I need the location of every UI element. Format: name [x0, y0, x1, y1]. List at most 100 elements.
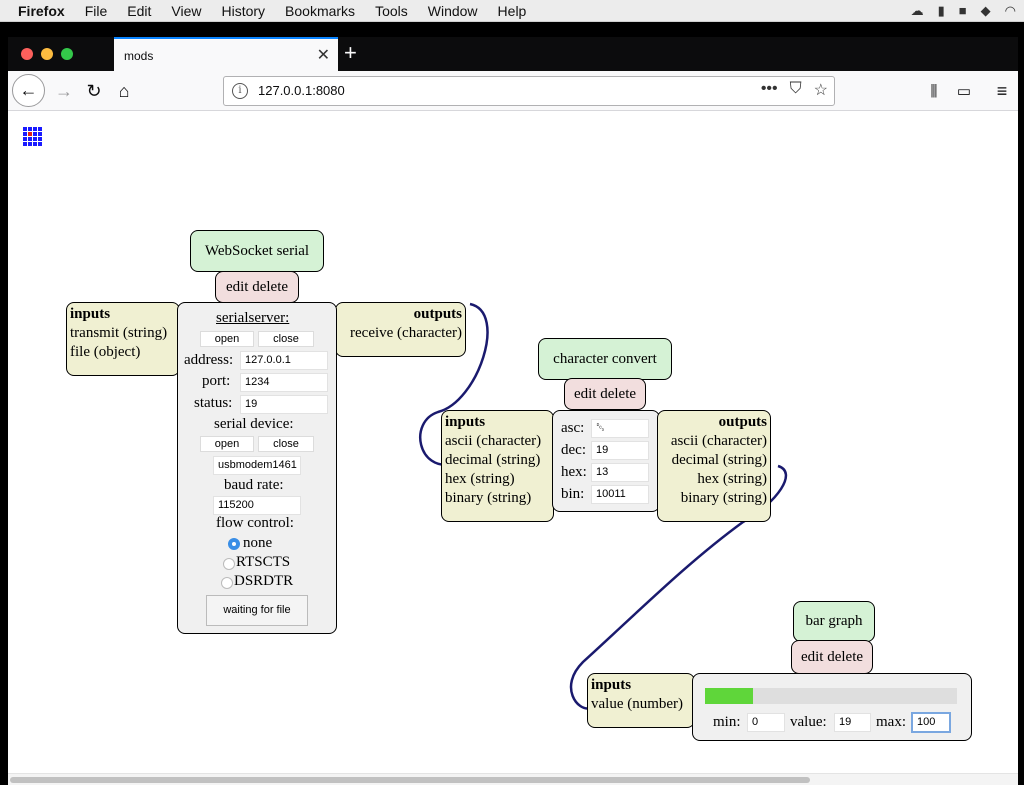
flow-rtscts-radio[interactable]: [223, 558, 235, 570]
creative-cloud-icon[interactable]: ☁: [910, 3, 924, 18]
scrollbar-thumb[interactable]: [10, 777, 810, 783]
flow-dsrdtr-label[interactable]: DSRDTR: [234, 573, 294, 589]
zoom-window-icon[interactable]: [61, 48, 73, 60]
minimize-window-icon[interactable]: [41, 48, 53, 60]
reload-icon[interactable]: ↻: [86, 80, 102, 101]
serial-device-input[interactable]: usbmodem1461: [213, 456, 301, 475]
mods-logo-icon[interactable]: [23, 127, 43, 147]
mods-logo-cell: [28, 142, 32, 146]
outputs-heading: outputs: [413, 306, 462, 322]
address-input[interactable]: 127.0.0.1: [240, 351, 328, 370]
websocket-serial-edit-delete[interactable]: edit delete: [215, 271, 299, 303]
menu-edit[interactable]: Edit: [127, 2, 152, 19]
hex-field[interactable]: 13: [591, 463, 649, 482]
character-convert-title[interactable]: character convert: [538, 338, 672, 380]
bar-graph-title[interactable]: bar graph: [793, 601, 875, 642]
mods-canvas: WebSocket serial edit delete inputs tran…: [8, 112, 1018, 785]
min-label: min:: [713, 714, 741, 730]
output-hex[interactable]: hex (string): [697, 471, 767, 487]
close-window-icon[interactable]: [21, 48, 33, 60]
output-ascii[interactable]: ascii (character): [670, 433, 767, 449]
character-convert-edit-delete[interactable]: edit delete: [564, 378, 646, 410]
port-input[interactable]: 1234: [240, 373, 328, 392]
page-actions-icon[interactable]: •••: [760, 80, 778, 97]
menu-bookmarks[interactable]: Bookmarks: [285, 2, 356, 19]
max-input[interactable]: 100: [911, 712, 951, 733]
pocket-icon[interactable]: ⛉: [789, 80, 802, 97]
dec-field[interactable]: 19: [591, 441, 649, 460]
baud-rate-input[interactable]: 115200: [213, 496, 301, 515]
input-binary[interactable]: binary (string): [445, 490, 532, 506]
wifi-icon[interactable]: ◠: [1004, 3, 1016, 18]
websocket-serial-title[interactable]: WebSocket serial: [190, 230, 324, 272]
input-ascii[interactable]: ascii (character): [445, 433, 542, 449]
output-receive[interactable]: receive (character): [350, 325, 462, 341]
asc-label: asc:: [561, 420, 585, 436]
wires: [419, 302, 788, 710]
character-convert-outputs: outputs ascii (character) decimal (strin…: [657, 410, 771, 522]
wire-convert-to-bargraph: [569, 464, 788, 710]
flow-none-label[interactable]: none: [243, 535, 273, 551]
macos-menu-bar: Firefox File Edit View History Bookmarks…: [0, 0, 1024, 22]
bluetooth-icon[interactable]: ■: [958, 3, 967, 18]
site-info-icon[interactable]: i: [232, 83, 248, 99]
menu-view[interactable]: View: [171, 2, 202, 19]
input-decimal[interactable]: decimal (string): [445, 452, 541, 468]
input-hex[interactable]: hex (string): [445, 471, 515, 487]
url-text[interactable]: 127.0.0.1:8080: [258, 83, 345, 98]
input-transmit[interactable]: transmit (string): [70, 325, 168, 341]
flow-none-radio[interactable]: [228, 538, 240, 550]
forward-icon[interactable]: →: [55, 80, 73, 101]
bin-field[interactable]: 10011: [591, 485, 649, 504]
menu-file[interactable]: File: [84, 2, 108, 19]
flow-rtscts-label[interactable]: RTSCTS: [236, 554, 291, 570]
back-icon[interactable]: ←: [12, 74, 45, 107]
value-input[interactable]: 19: [834, 713, 871, 732]
input-value[interactable]: value (number): [591, 696, 684, 712]
close-tab-icon[interactable]: ✕: [316, 47, 330, 64]
battery-icon[interactable]: ▮: [937, 3, 945, 18]
horizontal-scrollbar[interactable]: [8, 773, 1018, 785]
min-input[interactable]: 0: [747, 713, 785, 732]
bar-graph-track: [705, 688, 957, 704]
mods-logo-cell: [28, 137, 32, 141]
tab-strip: mods ✕ +: [8, 37, 1018, 71]
asc-field[interactable]: ␓: [591, 419, 649, 438]
bookmark-star-icon[interactable]: ☆: [813, 82, 828, 99]
keyboard-icon[interactable]: ◆: [980, 3, 991, 18]
inputs-heading: inputs: [591, 677, 632, 693]
input-file[interactable]: file (object): [70, 344, 141, 360]
character-convert-inputs: inputs ascii (character) decimal (string…: [441, 410, 554, 522]
wire-serial-to-convert: [419, 302, 489, 467]
new-tab-icon[interactable]: +: [344, 40, 357, 65]
mods-logo-cell: [38, 132, 42, 136]
flow-control-label: flow control:: [216, 515, 294, 531]
library-icon[interactable]: ⫼: [930, 82, 938, 100]
menu-app-firefox[interactable]: Firefox: [18, 2, 65, 19]
flow-dsrdtr-radio[interactable]: [221, 577, 233, 589]
waiting-for-file-button[interactable]: waiting for file: [206, 595, 308, 626]
serial-device-close-button[interactable]: close: [258, 436, 314, 452]
home-icon[interactable]: ⌂: [118, 80, 130, 101]
serial-device-open-button[interactable]: open: [200, 436, 254, 452]
mods-logo-cell: [33, 127, 37, 131]
menu-history[interactable]: History: [221, 2, 266, 19]
output-decimal[interactable]: decimal (string): [671, 452, 767, 468]
menu-help[interactable]: Help: [497, 2, 527, 19]
firefox-window: mods ✕ + ← → ↻ ⌂ i 127.0.0.1:8080 ••• ⛉ …: [8, 37, 1018, 785]
value-label: value:: [790, 714, 827, 730]
menu-tools[interactable]: Tools: [375, 2, 408, 19]
baud-rate-label: baud rate:: [224, 477, 284, 493]
mods-logo-cell: [38, 127, 42, 131]
output-binary[interactable]: binary (string): [680, 490, 767, 506]
character-convert-body: asc: ␓ dec: 19 hex: 13 bin: 10011: [552, 410, 660, 512]
sidebar-icon[interactable]: ▭: [956, 83, 972, 100]
serialserver-close-button[interactable]: close: [258, 331, 314, 347]
menu-window[interactable]: Window: [427, 2, 478, 19]
tab-mods[interactable]: mods ✕: [114, 37, 338, 71]
bin-label: bin:: [561, 486, 585, 502]
menu-hamburger-icon[interactable]: ≡: [996, 80, 1008, 101]
bar-graph-edit-delete[interactable]: edit delete: [791, 640, 873, 674]
serialserver-open-button[interactable]: open: [200, 331, 254, 347]
url-bar[interactable]: i 127.0.0.1:8080 ••• ⛉ ☆: [223, 76, 835, 106]
